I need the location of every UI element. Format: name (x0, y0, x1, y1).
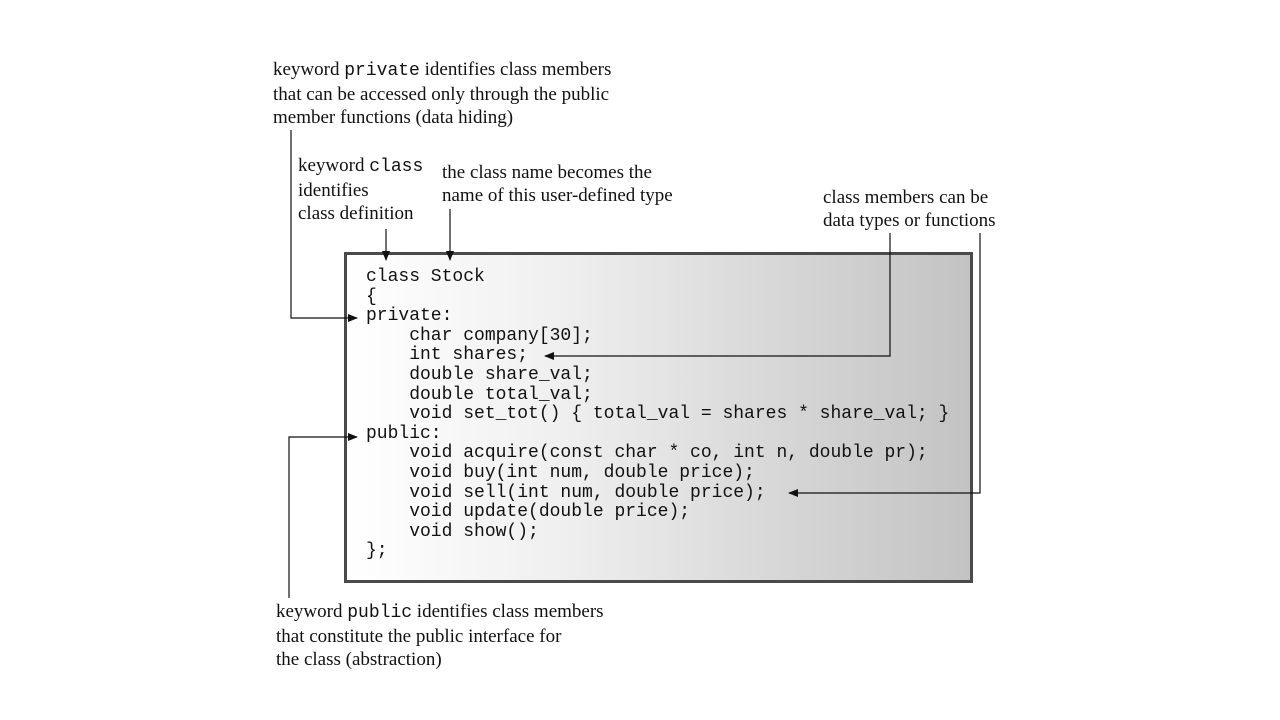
annotation-line: that constitute the public interface for (276, 626, 562, 647)
annotation-line: keyword class (298, 154, 423, 179)
annotation-text: identifies class members (412, 601, 604, 622)
code-line-update: void update(double price); (366, 502, 691, 523)
class-keyword-annotation: keyword class identifies class definitio… (298, 154, 423, 225)
annotation-line: name of this user-defined type (442, 185, 673, 206)
annotation-text: keyword (276, 601, 348, 622)
code-line-buy: void buy(int num, double price); (366, 463, 755, 483)
code-line-acquire: void acquire(const char * co, int n, dou… (366, 443, 928, 464)
class-name-annotation: the class name becomes the name of this … (442, 161, 673, 207)
annotation-line: the class name becomes the (442, 162, 652, 183)
code-line-total-val: double total_val; (366, 384, 593, 405)
arrow-public (288, 433, 358, 598)
arrow-members-data (544, 233, 891, 360)
keyword-class: class (369, 157, 424, 177)
keyword-private: private (344, 61, 420, 81)
keyword-public: public (347, 603, 413, 623)
code-line-private: private: (366, 306, 453, 327)
code-line-open-brace: { (366, 286, 377, 307)
annotation-line: class members can be (823, 187, 989, 208)
code-line-set-tot: void set_tot() { total_val = shares * sh… (366, 404, 950, 425)
code-line-shares: int shares; (366, 345, 529, 366)
annotation-text: keyword (298, 155, 370, 176)
annotation-line: identifies (298, 180, 369, 201)
annotation-line: class definition (298, 203, 414, 224)
code-line-show: void show(); (366, 521, 539, 542)
annotation-line: member functions (data hiding) (273, 107, 514, 128)
annotation-text: keyword (273, 59, 345, 80)
code-line-company: char company[30]; (366, 325, 593, 346)
annotation-line: keyword private identifies class members (273, 58, 611, 83)
annotation-line: the class (abstraction) (276, 649, 442, 670)
code-line-sell: void sell(int num, double price); (366, 482, 766, 503)
annotation-text: identifies class members (419, 59, 612, 80)
arrow-members-functions (788, 233, 981, 497)
arrow-private (290, 130, 358, 322)
annotation-line: data types or functions (823, 210, 996, 231)
code-line-class-decl: class Stock (366, 267, 485, 287)
class-members-annotation: class members can be data types or funct… (823, 186, 996, 232)
public-keyword-annotation: keyword public identifies class members … (276, 600, 604, 671)
annotation-line: keyword public identifies class members (276, 600, 604, 625)
code-listing-box: class Stock { private: char company[30];… (344, 252, 973, 583)
private-keyword-annotation: keyword private identifies class members… (273, 58, 611, 129)
code-line-close-brace: }; (366, 541, 388, 562)
annotation-line: that can be accessed only through the pu… (273, 84, 610, 105)
code-line-public: public: (366, 423, 442, 444)
code-line-share-val: double share_val; (366, 365, 593, 385)
